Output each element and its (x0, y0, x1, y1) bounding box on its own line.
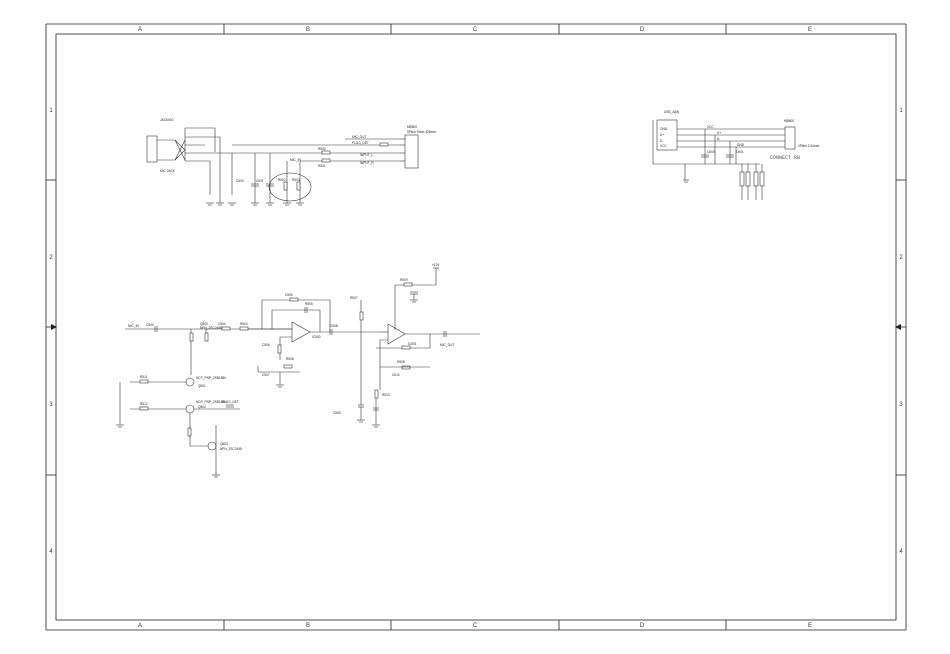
amp-cap-ref: C503 (146, 323, 154, 327)
amp-grounds (116, 294, 418, 478)
resistor-ref: R501 (318, 164, 326, 168)
col-label: A (138, 27, 142, 33)
amp-output-net: MIC_OUT (440, 343, 454, 347)
usb-cap-ref: C601 (736, 150, 744, 154)
usb-cap-ref: C600 (707, 150, 715, 154)
usb-pin: VCC (660, 144, 667, 148)
amp-resistor-ref: R507 (350, 296, 358, 300)
amp-transistor-ref: Q501 (198, 384, 206, 388)
mic-amp-block: MIC_IN C503 Q500 NPN_2SC2458 C504 R504 I… (116, 263, 480, 478)
row-label: 3 (899, 402, 903, 408)
amp-cap-ref: C510 (392, 373, 400, 377)
usb-block: USB_A(M) GND D+ D- VCC VCC D+ D- GND C60… (652, 110, 820, 200)
supply-net: +12V (432, 263, 440, 267)
row-label: 4 (49, 549, 53, 555)
resistor-ref: R500 (318, 147, 326, 151)
resistor-ref: R503 (292, 178, 300, 182)
net-label-input-l: INPUT_L (360, 153, 373, 157)
usb-connector-ref: USB_A(M) (664, 110, 679, 114)
net-label-mic-in: MIC_IN (290, 158, 302, 162)
mic-jack-block: JACK500 MIC JACK R500 R501 R502 R503 C50… (146, 118, 436, 206)
opamp-ref: IC500 (312, 335, 321, 339)
usb-pin: D- (660, 139, 663, 143)
amp-input-net: MIC_IN (128, 324, 140, 328)
amp-transistor-ref: Q500 (200, 322, 208, 326)
col-label: B (306, 623, 310, 629)
mb500-connector (404, 134, 419, 169)
usb-net: D- (717, 137, 720, 141)
connect-label: CONNECT RB (770, 155, 800, 161)
amp-transistor-value: NPN_2SC2458 (220, 447, 242, 451)
amp-resistor-ref: R510 (382, 393, 390, 397)
amp-resistor-ref: R504 (240, 322, 248, 326)
row-label: 2 (899, 255, 903, 261)
mb600-header (784, 126, 796, 150)
amp-cap-ref: C507 (262, 373, 270, 377)
ground-symbols (206, 195, 304, 206)
column-labels-top: A B C D E (138, 27, 812, 33)
usb-net: VCC (707, 125, 714, 129)
amp-cap-ref: C506 (262, 343, 270, 347)
usb-pin: GND (660, 127, 668, 131)
net-label-plug-det: PLUG_DET (352, 141, 369, 145)
opamp-ref: IC501 (408, 342, 417, 346)
amp-resistor-ref: R512 (140, 402, 148, 406)
amp-resistor-ref: R508 (397, 360, 405, 364)
sheet-border (45, 23, 907, 631)
row-label: 3 (49, 402, 53, 408)
amp-resistor-ref: R506 (286, 357, 294, 361)
resistor-ref: R502 (278, 178, 286, 182)
opamp-ic501 (387, 323, 406, 345)
amp-resistor-ref: R509 (400, 278, 408, 282)
amp-transistor-ref: Q503 (220, 442, 228, 446)
net-label-mic-out: MIC_OUT (352, 135, 366, 139)
amp-cap-ref: C504 (218, 322, 226, 326)
col-label: E (808, 27, 812, 33)
col-label: A (138, 623, 142, 629)
jack-value: MIC JACK (160, 169, 176, 173)
row-label: 2 (49, 255, 53, 261)
col-label: E (808, 623, 812, 629)
header-ref: MB600 (784, 119, 794, 123)
col-label: C (473, 27, 478, 33)
usb-pin: D+ (660, 133, 664, 137)
mic-jack-symbol (146, 127, 205, 163)
net-label-input-r: INPUT_R (360, 161, 374, 165)
col-label: C (473, 623, 478, 629)
row-label: 1 (899, 108, 903, 114)
amp-transistor-ref: Q502 (198, 405, 206, 409)
amp-transistor-value: NCP_PNP_2SB1580 (196, 376, 226, 380)
amp-transistor-value: NPN_2SC2458 (200, 326, 222, 330)
amp-cap-ref: C505 (285, 293, 293, 297)
cap-ref: C501 (256, 179, 264, 183)
opamp-ic500 (291, 321, 311, 343)
column-labels-bottom: A B C D E (138, 623, 812, 629)
transistor-chain: R511 R512 NCP_PNP_2SB1580 Q501 NCP_PNP_2… (119, 375, 242, 475)
row-labels-right: 1 2 3 4 (899, 108, 903, 555)
amp-resistor-ref: R505 (305, 302, 313, 306)
row-labels-left: 1 2 3 4 (49, 108, 53, 555)
col-label: D (640, 623, 645, 629)
amp-plug-net: PLUG_DET (222, 400, 239, 404)
col-label: D (640, 27, 645, 33)
usb-net: GND (737, 143, 745, 147)
col-label: B (306, 27, 310, 33)
cap-ref: C500 (236, 179, 244, 183)
row-label: 1 (49, 108, 53, 114)
amp-transistor-value: NCP_PNP_2SB1580 (196, 400, 226, 404)
amp-resistor-ref: R511 (140, 375, 148, 379)
usb-net: D+ (717, 131, 721, 135)
amp-cap-ref: C509 (333, 411, 341, 415)
amp-cap-ref: C508 (330, 324, 338, 328)
jack-ref: JACK500 (160, 118, 174, 122)
connector-value: 5Pitch Short 325mm (407, 130, 436, 134)
row-label: 4 (899, 549, 903, 555)
connector-ref: MB500 (407, 125, 417, 129)
header-value: 4Pitch 2.54mm (798, 144, 820, 148)
